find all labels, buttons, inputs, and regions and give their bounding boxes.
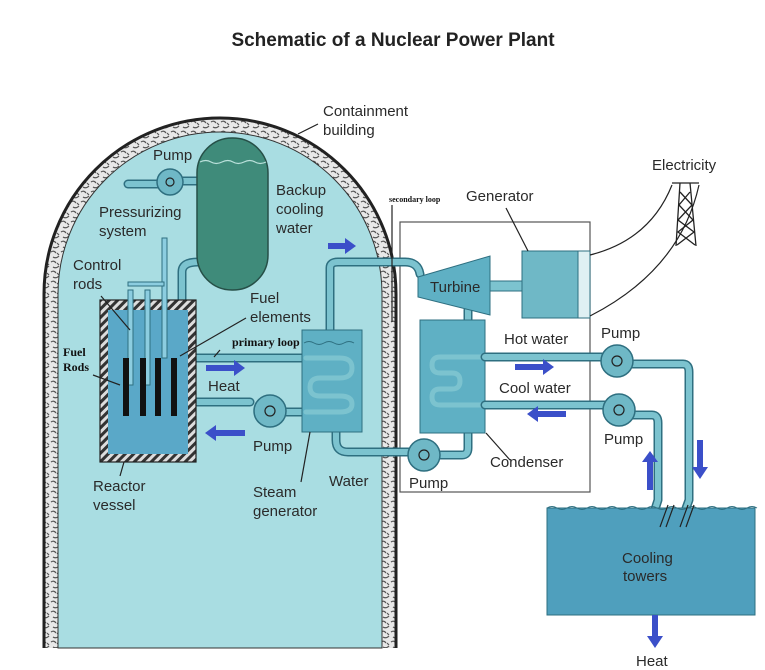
turbine xyxy=(417,255,491,316)
power-lines xyxy=(589,184,700,317)
label-pump-pressurizer: Pump xyxy=(153,147,192,164)
label-backup: Backup xyxy=(276,182,326,199)
label-pressurizing: Pressurizing xyxy=(99,204,182,221)
label-secondary-loop: secondary loop xyxy=(389,195,441,204)
label-pump-primary: Pump xyxy=(253,438,292,455)
arrow-right-icon xyxy=(206,360,245,376)
label-pressurizing-2: system xyxy=(99,223,147,240)
label-fuel-rods-2: Rods xyxy=(63,360,89,374)
arrow-right-icon xyxy=(328,238,356,254)
label-hot-water: Hot water xyxy=(504,331,568,348)
label-fuel-rods: Fuel xyxy=(63,345,86,359)
label-turbine: Turbine xyxy=(430,279,480,296)
control-rods xyxy=(127,237,168,386)
label-pump-secondary: Pump xyxy=(409,475,448,492)
label-steam-generator-2: generator xyxy=(253,503,317,520)
label-backup-3: water xyxy=(275,220,313,237)
label-cooling-towers-2: towers xyxy=(623,568,667,585)
label-pump-hot: Pump xyxy=(601,325,640,342)
label-pump-cool: Pump xyxy=(604,431,643,448)
label-control-rods: Control xyxy=(73,257,121,274)
label-heat-primary: Heat xyxy=(208,378,241,395)
arrow-left-icon xyxy=(527,406,566,422)
cool-water-pump xyxy=(602,393,636,427)
label-fuel-elements-2: elements xyxy=(250,309,311,326)
arrow-right-icon xyxy=(515,359,554,375)
label-containment-2: building xyxy=(323,122,375,139)
label-reactor-vessel: Reactor xyxy=(93,478,146,495)
hot-water-pump xyxy=(600,344,634,378)
fuel-rods xyxy=(123,358,177,416)
label-fuel-elements: Fuel xyxy=(250,290,279,307)
label-primary-loop: primary loop xyxy=(232,335,300,349)
label-control-rods-2: rods xyxy=(73,276,102,293)
backup-cooling-water-tank xyxy=(196,137,269,291)
arrow-down-icon xyxy=(647,615,663,648)
label-generator: Generator xyxy=(466,188,534,205)
label-backup-2: cooling xyxy=(276,201,324,218)
arrow-left-icon xyxy=(205,425,245,441)
generator xyxy=(521,250,579,319)
label-cooling-towers: Cooling xyxy=(622,550,673,567)
label-heat-out: Heat xyxy=(636,653,669,670)
arrow-down-icon xyxy=(692,440,708,479)
condenser xyxy=(419,319,486,434)
label-steam-generator: Steam xyxy=(253,484,296,501)
label-water: Water xyxy=(329,473,368,490)
primary-pump xyxy=(253,394,287,428)
flow-arrows xyxy=(205,238,708,648)
transmission-tower-icon xyxy=(672,182,699,247)
containment-interior xyxy=(57,131,383,649)
label-reactor-vessel-2: vessel xyxy=(93,497,136,514)
secondary-pump xyxy=(407,438,441,472)
label-containment: Containment xyxy=(323,103,409,120)
diagram-title: Schematic of a Nuclear Power Plant xyxy=(231,30,555,51)
pressurizer-pump xyxy=(156,168,184,196)
arrow-up-icon xyxy=(642,451,658,490)
cooling-towers xyxy=(546,507,756,616)
label-condenser: Condenser xyxy=(490,454,563,471)
label-cool-water: Cool water xyxy=(499,380,571,397)
label-electricity: Electricity xyxy=(652,157,717,174)
leader-lines xyxy=(92,123,695,528)
